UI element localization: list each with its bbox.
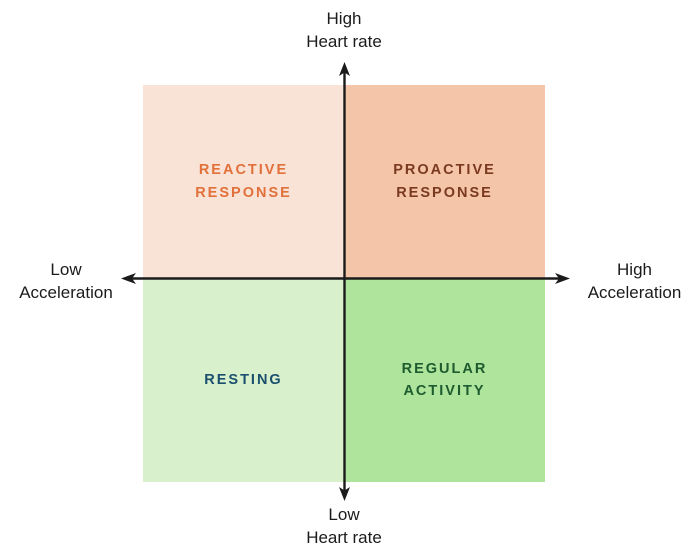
quadrant-label-resting: RESTING	[204, 371, 283, 388]
quadrant-resting: RESTING	[143, 278, 344, 482]
axis-arrow-up-icon	[339, 62, 350, 76]
quadrant-reactive-response: REACTIVE RESPONSE	[143, 85, 344, 278]
quadrant-regular-activity: REGULAR ACTIVITY	[344, 278, 545, 482]
axis-label-low-acceleration: Low Acceleration	[19, 260, 113, 302]
axis-label-high-heart-rate: High Heart rate	[306, 9, 382, 51]
quadrant-label-reactive-response: REACTIVE RESPONSE	[195, 162, 292, 201]
quadrant-label-proactive-response: PROACTIVE RESPONSE	[393, 162, 496, 201]
axis-arrow-down-icon	[339, 487, 350, 501]
axis-arrow-right-icon	[555, 273, 570, 284]
axis-label-high-acceleration: High Acceleration	[587, 260, 682, 302]
quadrant-matrix: REACTIVE RESPONSE PROACTIVE RESPONSE RES…	[143, 85, 545, 482]
axis-label-low-heart-rate: Low Heart rate	[306, 505, 382, 547]
quadrant-label-regular-activity: REGULAR ACTIVITY	[401, 360, 488, 399]
quadrant-proactive-response: PROACTIVE RESPONSE	[344, 85, 545, 278]
